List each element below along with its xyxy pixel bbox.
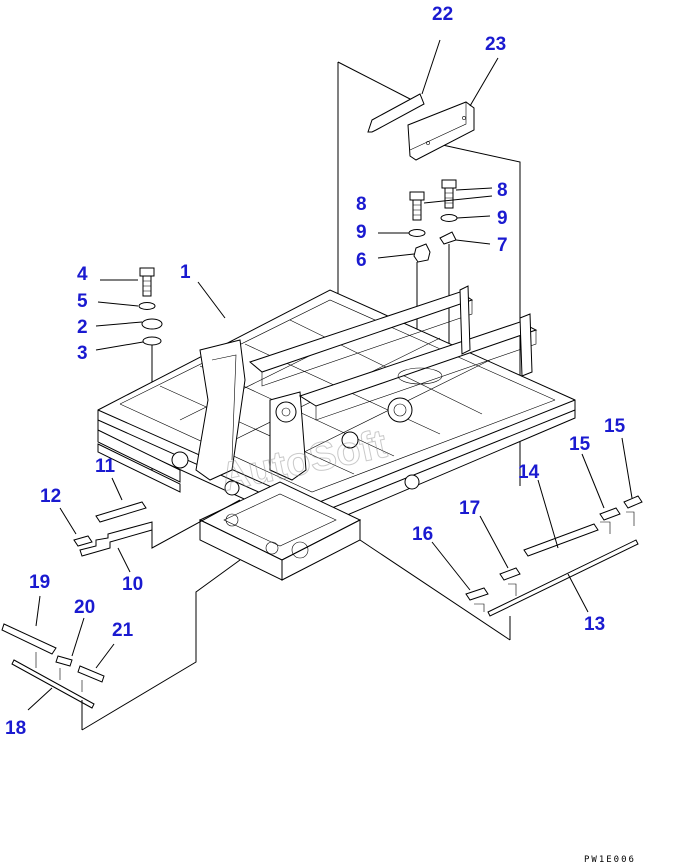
document-id: PW1E006	[584, 855, 636, 865]
callout-3: 3	[77, 343, 88, 364]
callout-22: 22	[432, 4, 453, 25]
callout-9-left: 9	[356, 222, 367, 243]
part-5-washer	[138, 302, 156, 310]
part-8-bolt-left	[409, 191, 425, 201]
callout-13: 13	[584, 614, 605, 635]
part-18-strip	[11, 659, 95, 709]
part-8-bolt-right	[441, 179, 457, 189]
part-9-washer-left	[408, 229, 426, 237]
part-7-block	[439, 231, 457, 245]
callout-8-left: 8	[356, 194, 367, 215]
part-2-cap	[141, 318, 163, 330]
callout-16: 16	[412, 524, 433, 545]
cover-group-left	[59, 477, 241, 573]
callout-labels: 22 23 8 8 9 9 7 6 4 1 5 2 3 11 12 10 14 …	[5, 4, 626, 739]
part-11-cover	[95, 501, 147, 523]
callout-23: 23	[485, 34, 506, 55]
part-20-cover	[55, 655, 73, 667]
part-19-cover	[1, 623, 57, 655]
callout-7: 7	[497, 235, 508, 256]
part-17-cover	[623, 495, 643, 509]
part-4-bolt	[139, 267, 155, 277]
part-12-cover	[73, 535, 93, 547]
callout-11: 11	[95, 456, 116, 477]
part-23-plate	[407, 101, 475, 161]
callout-20: 20	[74, 597, 95, 618]
part-22-plate	[367, 93, 425, 133]
part-10-bracket	[79, 521, 153, 557]
part-14-cover	[523, 523, 599, 557]
callout-12: 12	[40, 486, 61, 507]
callout-15-lower: 17	[459, 498, 480, 519]
callout-21: 21	[112, 620, 134, 641]
part-21-cover	[77, 665, 105, 683]
part-15-cover-right	[599, 507, 621, 521]
part-13-strip	[487, 539, 639, 617]
part-9-washer-right	[440, 214, 458, 222]
callout-2: 2	[77, 317, 88, 338]
callout-10: 10	[122, 574, 143, 595]
callout-8-right: 8	[497, 180, 508, 201]
part-6-block	[413, 243, 431, 263]
cover-group-right	[359, 437, 643, 641]
callout-17: 15	[604, 416, 626, 437]
part-3-ring	[142, 336, 162, 346]
part-1-main-frame	[97, 281, 576, 581]
callout-1: 1	[180, 262, 191, 283]
callout-19: 19	[29, 572, 50, 593]
callout-4: 4	[77, 264, 88, 285]
part-15-cover-left	[499, 567, 521, 581]
callout-18: 18	[5, 718, 26, 739]
cover-group-lower	[1, 559, 241, 731]
plate-22-23-group	[337, 39, 521, 486]
callout-14: 14	[518, 462, 540, 483]
part-16-cover	[465, 587, 489, 601]
callout-15-upper: 15	[569, 434, 591, 455]
callout-5: 5	[77, 291, 88, 312]
callout-6: 6	[356, 250, 367, 271]
callout-9-right: 9	[497, 208, 508, 229]
